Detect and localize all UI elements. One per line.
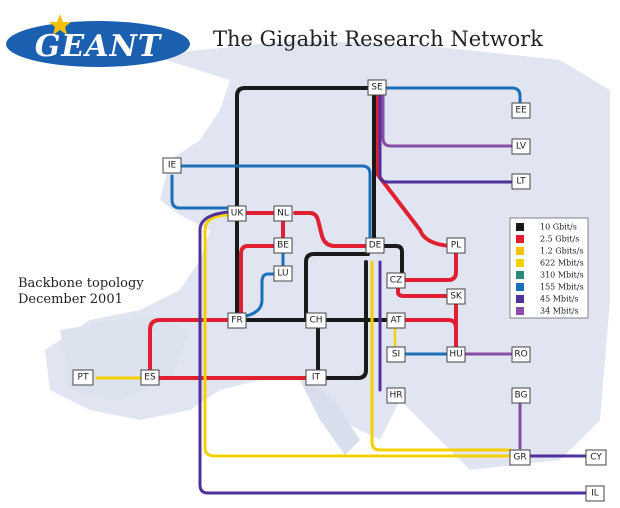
svg-text:UK: UK bbox=[231, 209, 245, 219]
svg-text:622 Mbit/s: 622 Mbit/s bbox=[540, 259, 584, 268]
node-hr: HR bbox=[386, 387, 406, 404]
svg-text:10 Gbit/s: 10 Gbit/s bbox=[540, 223, 577, 232]
legend-item-310m: 310 Mbit/s bbox=[516, 271, 584, 280]
svg-text:1.2 Gbits/s: 1.2 Gbits/s bbox=[540, 247, 583, 256]
svg-text:AT: AT bbox=[391, 316, 402, 326]
caption-line-2: December 2001 bbox=[18, 292, 123, 307]
svg-text:LV: LV bbox=[516, 142, 527, 152]
svg-text:SI: SI bbox=[392, 350, 400, 360]
legend-item-10g: 10 Gbit/s bbox=[516, 223, 577, 232]
svg-text:45 Mbit/s: 45 Mbit/s bbox=[540, 295, 579, 304]
svg-text:HR: HR bbox=[389, 391, 402, 401]
svg-text:RO: RO bbox=[514, 350, 527, 360]
svg-text:IT: IT bbox=[312, 373, 321, 383]
node-pt: PT bbox=[72, 369, 94, 386]
star-icon bbox=[49, 14, 71, 35]
svg-text:FR: FR bbox=[231, 316, 242, 326]
node-nl: NL bbox=[273, 205, 293, 222]
legend-item-45m: 45 Mbit/s bbox=[516, 295, 579, 304]
node-ie: IE bbox=[162, 157, 182, 174]
svg-text:155 Mbit/s: 155 Mbit/s bbox=[540, 283, 584, 292]
node-ee: EE bbox=[511, 102, 531, 119]
svg-text:BG: BG bbox=[515, 391, 528, 401]
node-hu: HU bbox=[446, 346, 466, 363]
legend-item-34m: 34 Mbit/s bbox=[516, 307, 579, 316]
node-uk: UK bbox=[227, 205, 247, 222]
svg-text:NL: NL bbox=[277, 209, 289, 219]
svg-text:GR: GR bbox=[513, 453, 526, 463]
svg-text:BE: BE bbox=[277, 241, 289, 251]
node-si: SI bbox=[386, 346, 406, 363]
svg-text:IL: IL bbox=[591, 489, 599, 499]
node-lv: LV bbox=[511, 138, 531, 155]
node-lu: LU bbox=[273, 265, 293, 282]
caption-line-1: Backbone topology bbox=[18, 276, 144, 291]
node-bg: BG bbox=[511, 387, 531, 404]
node-ch: CH bbox=[305, 312, 327, 329]
node-at: AT bbox=[386, 312, 406, 329]
node-fr: FR bbox=[227, 312, 247, 329]
node-cz: CZ bbox=[386, 272, 406, 289]
geant-logo: GEANT bbox=[6, 14, 190, 67]
svg-text:IE: IE bbox=[168, 161, 177, 171]
node-se: SE bbox=[367, 79, 387, 96]
svg-text:310 Mbit/s: 310 Mbit/s bbox=[540, 271, 584, 280]
logo-text: GEANT bbox=[35, 29, 163, 64]
node-es: ES bbox=[140, 369, 160, 386]
node-de: DE bbox=[365, 237, 385, 254]
svg-text:SK: SK bbox=[450, 292, 463, 302]
node-be: BE bbox=[273, 237, 293, 254]
node-ro: RO bbox=[511, 346, 531, 363]
node-il: IL bbox=[585, 485, 605, 502]
svg-text:CY: CY bbox=[590, 453, 602, 463]
svg-text:PT: PT bbox=[78, 373, 89, 383]
node-pl: PL bbox=[446, 237, 466, 254]
svg-text:2.5 Gbit/s: 2.5 Gbit/s bbox=[540, 235, 579, 244]
node-it: IT bbox=[305, 369, 327, 386]
node-cy: CY bbox=[585, 449, 607, 466]
svg-text:DE: DE bbox=[369, 241, 382, 251]
node-sk: SK bbox=[446, 288, 466, 305]
svg-text:34 Mbit/s: 34 Mbit/s bbox=[540, 307, 579, 316]
svg-text:EE: EE bbox=[515, 106, 527, 116]
page-title: The Gigabit Research Network bbox=[213, 27, 543, 51]
legend-item-1-2g: 1.2 Gbits/s bbox=[516, 247, 583, 256]
network-links bbox=[95, 86, 588, 495]
svg-text:CZ: CZ bbox=[390, 276, 402, 286]
svg-text:HU: HU bbox=[449, 350, 462, 360]
node-lt: LT bbox=[511, 173, 531, 190]
legend-item-2-5g: 2.5 Gbit/s bbox=[516, 235, 579, 244]
svg-text:ES: ES bbox=[144, 373, 156, 383]
svg-text:PL: PL bbox=[451, 241, 461, 251]
svg-text:SE: SE bbox=[371, 83, 383, 93]
network-nodes: SE EE LV LT IE UK NL BE LU DE PL CZ SK F… bbox=[72, 79, 607, 502]
legend: 10 Gbit/s 2.5 Gbit/s 1.2 Gbits/s 622 Mbi… bbox=[509, 217, 589, 319]
node-gr: GR bbox=[509, 449, 531, 466]
svg-text:LU: LU bbox=[277, 269, 288, 279]
svg-text:CH: CH bbox=[309, 316, 322, 326]
svg-text:LT: LT bbox=[516, 177, 526, 187]
legend-item-155m: 155 Mbit/s bbox=[516, 283, 584, 292]
legend-item-622m: 622 Mbit/s bbox=[516, 259, 584, 268]
